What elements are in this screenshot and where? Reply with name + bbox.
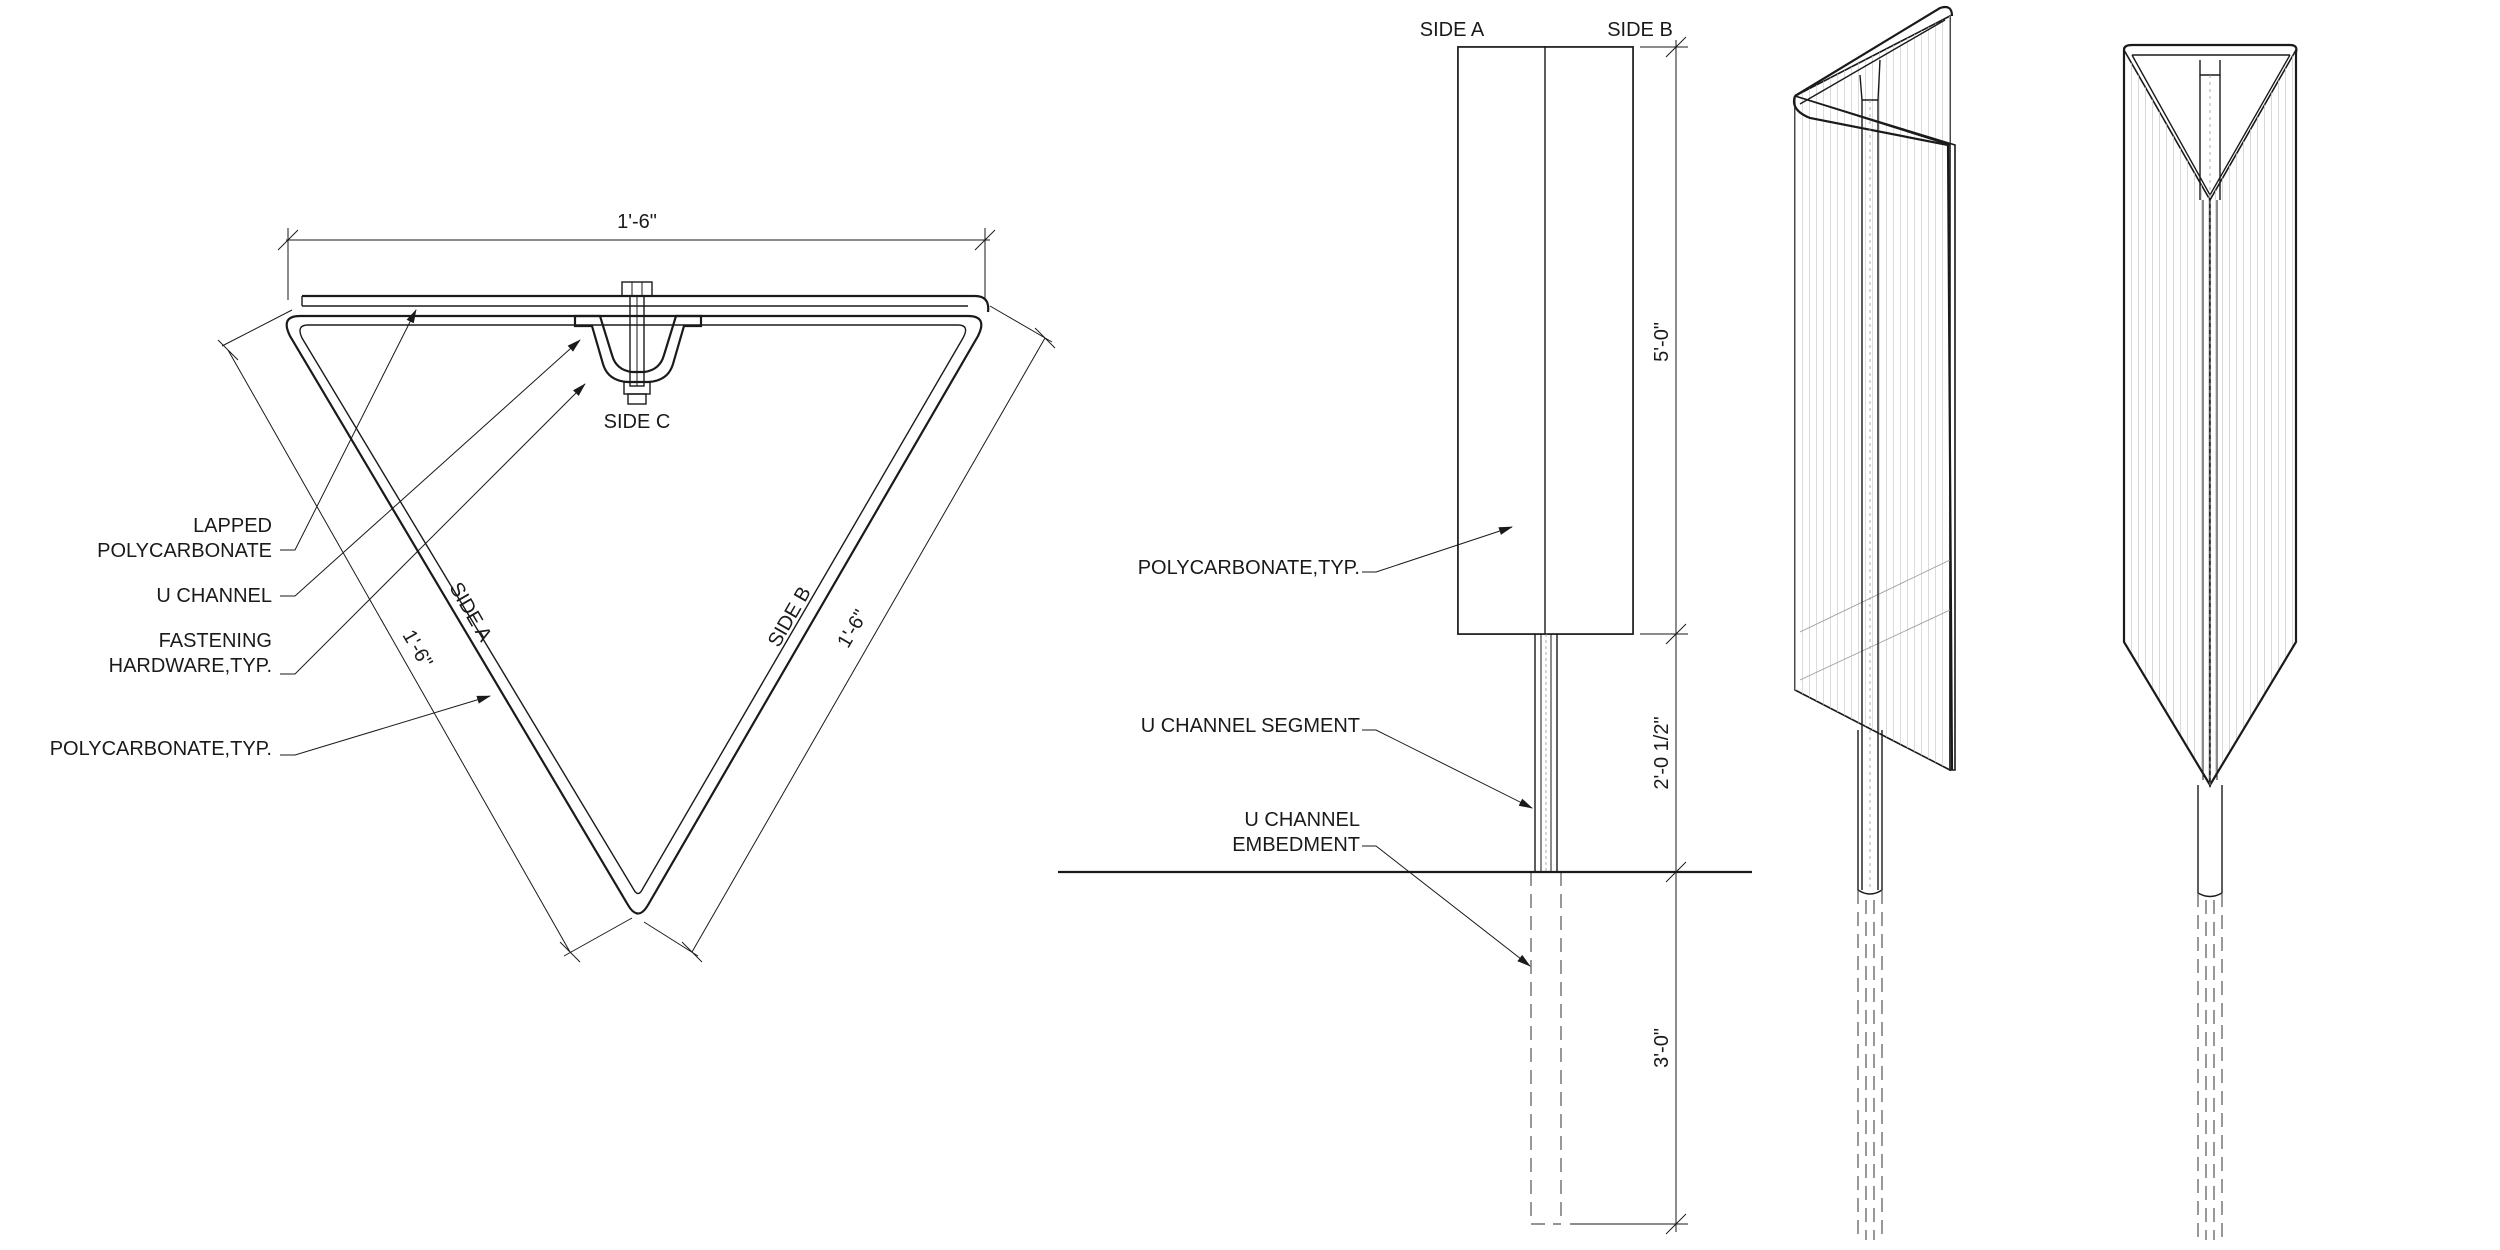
- elevation-dim-panel-height: 5'-0": [1651, 322, 1673, 362]
- elevation-dim-embedment: 3'-0": [1651, 1028, 1673, 1068]
- elevation-callout-embedment-line2: EMBEDMENT: [1232, 834, 1360, 856]
- plan-dim-right: [643, 305, 1056, 963]
- callout-polycarbonate: POLYCARBONATE,TYP.: [50, 738, 272, 760]
- elevation-callout-u-channel-segment: U CHANNEL SEGMENT: [1141, 715, 1360, 737]
- callout-fastening-line1: FASTENING: [159, 630, 272, 652]
- plan-dim-top: [277, 228, 996, 300]
- plan-dim-right-label: 1'-6": [833, 606, 872, 651]
- plan-view: 1'-6" 1'-6" 1'-6" SIDE A SIDE B SIDE C: [50, 211, 1056, 963]
- callout-fastening-line2: HARDWARE,TYP.: [109, 655, 272, 677]
- plan-dim-left-label: 1'-6": [398, 626, 437, 671]
- elevation-callout-embedment-line1: U CHANNEL: [1244, 809, 1360, 831]
- elevation-u-channel-segment: [1534, 634, 1558, 872]
- elevation-dimension-string: [1570, 36, 1688, 1235]
- isometric-view-2: [2122, 43, 2298, 1240]
- plan-dim-left: [217, 309, 633, 963]
- elevation-callout-polycarbonate: POLYCARBONATE,TYP.: [1138, 557, 1360, 579]
- callout-lapped-line1: LAPPED: [193, 515, 272, 537]
- polycarbonate-inner-triangle: [299, 324, 967, 895]
- iso1-u-channel: [1857, 59, 1883, 1240]
- u-channel-section: [573, 314, 703, 384]
- plan-side-c-label: SIDE C: [604, 411, 671, 433]
- lapped-polycarbonate-strip: [302, 294, 990, 313]
- elevation-side-b-label: SIDE B: [1607, 19, 1673, 41]
- elevation-callout-leaders: [1362, 526, 1533, 967]
- callout-lapped-line2: POLYCARBONATE: [97, 540, 272, 562]
- callout-u-channel: U CHANNEL: [156, 585, 272, 607]
- elevation-u-channel-embedment: [1530, 872, 1562, 1225]
- elevation-dim-segment: 2'-0 1/2": [1651, 716, 1673, 789]
- plan-side-a-label: SIDE A: [445, 579, 497, 646]
- iso2-u-channel: [2197, 60, 2223, 1240]
- isometric-view-1: [1792, 5, 1956, 1240]
- iso1-right-panel: [1794, 95, 1956, 771]
- elevation-side-a-label: SIDE A: [1420, 19, 1485, 41]
- polycarbonate-outer-triangle: [285, 314, 983, 915]
- elevation-view: 5'-0" 2'-0 1/2" 3'-0" SIDE A SIDE B POLY…: [1058, 19, 1752, 1235]
- plan-callout-leaders: [280, 309, 586, 756]
- fastening-hardware: [621, 281, 653, 405]
- plan-dim-top-label: 1'-6": [617, 211, 657, 233]
- plan-side-b-label: SIDE B: [764, 583, 816, 651]
